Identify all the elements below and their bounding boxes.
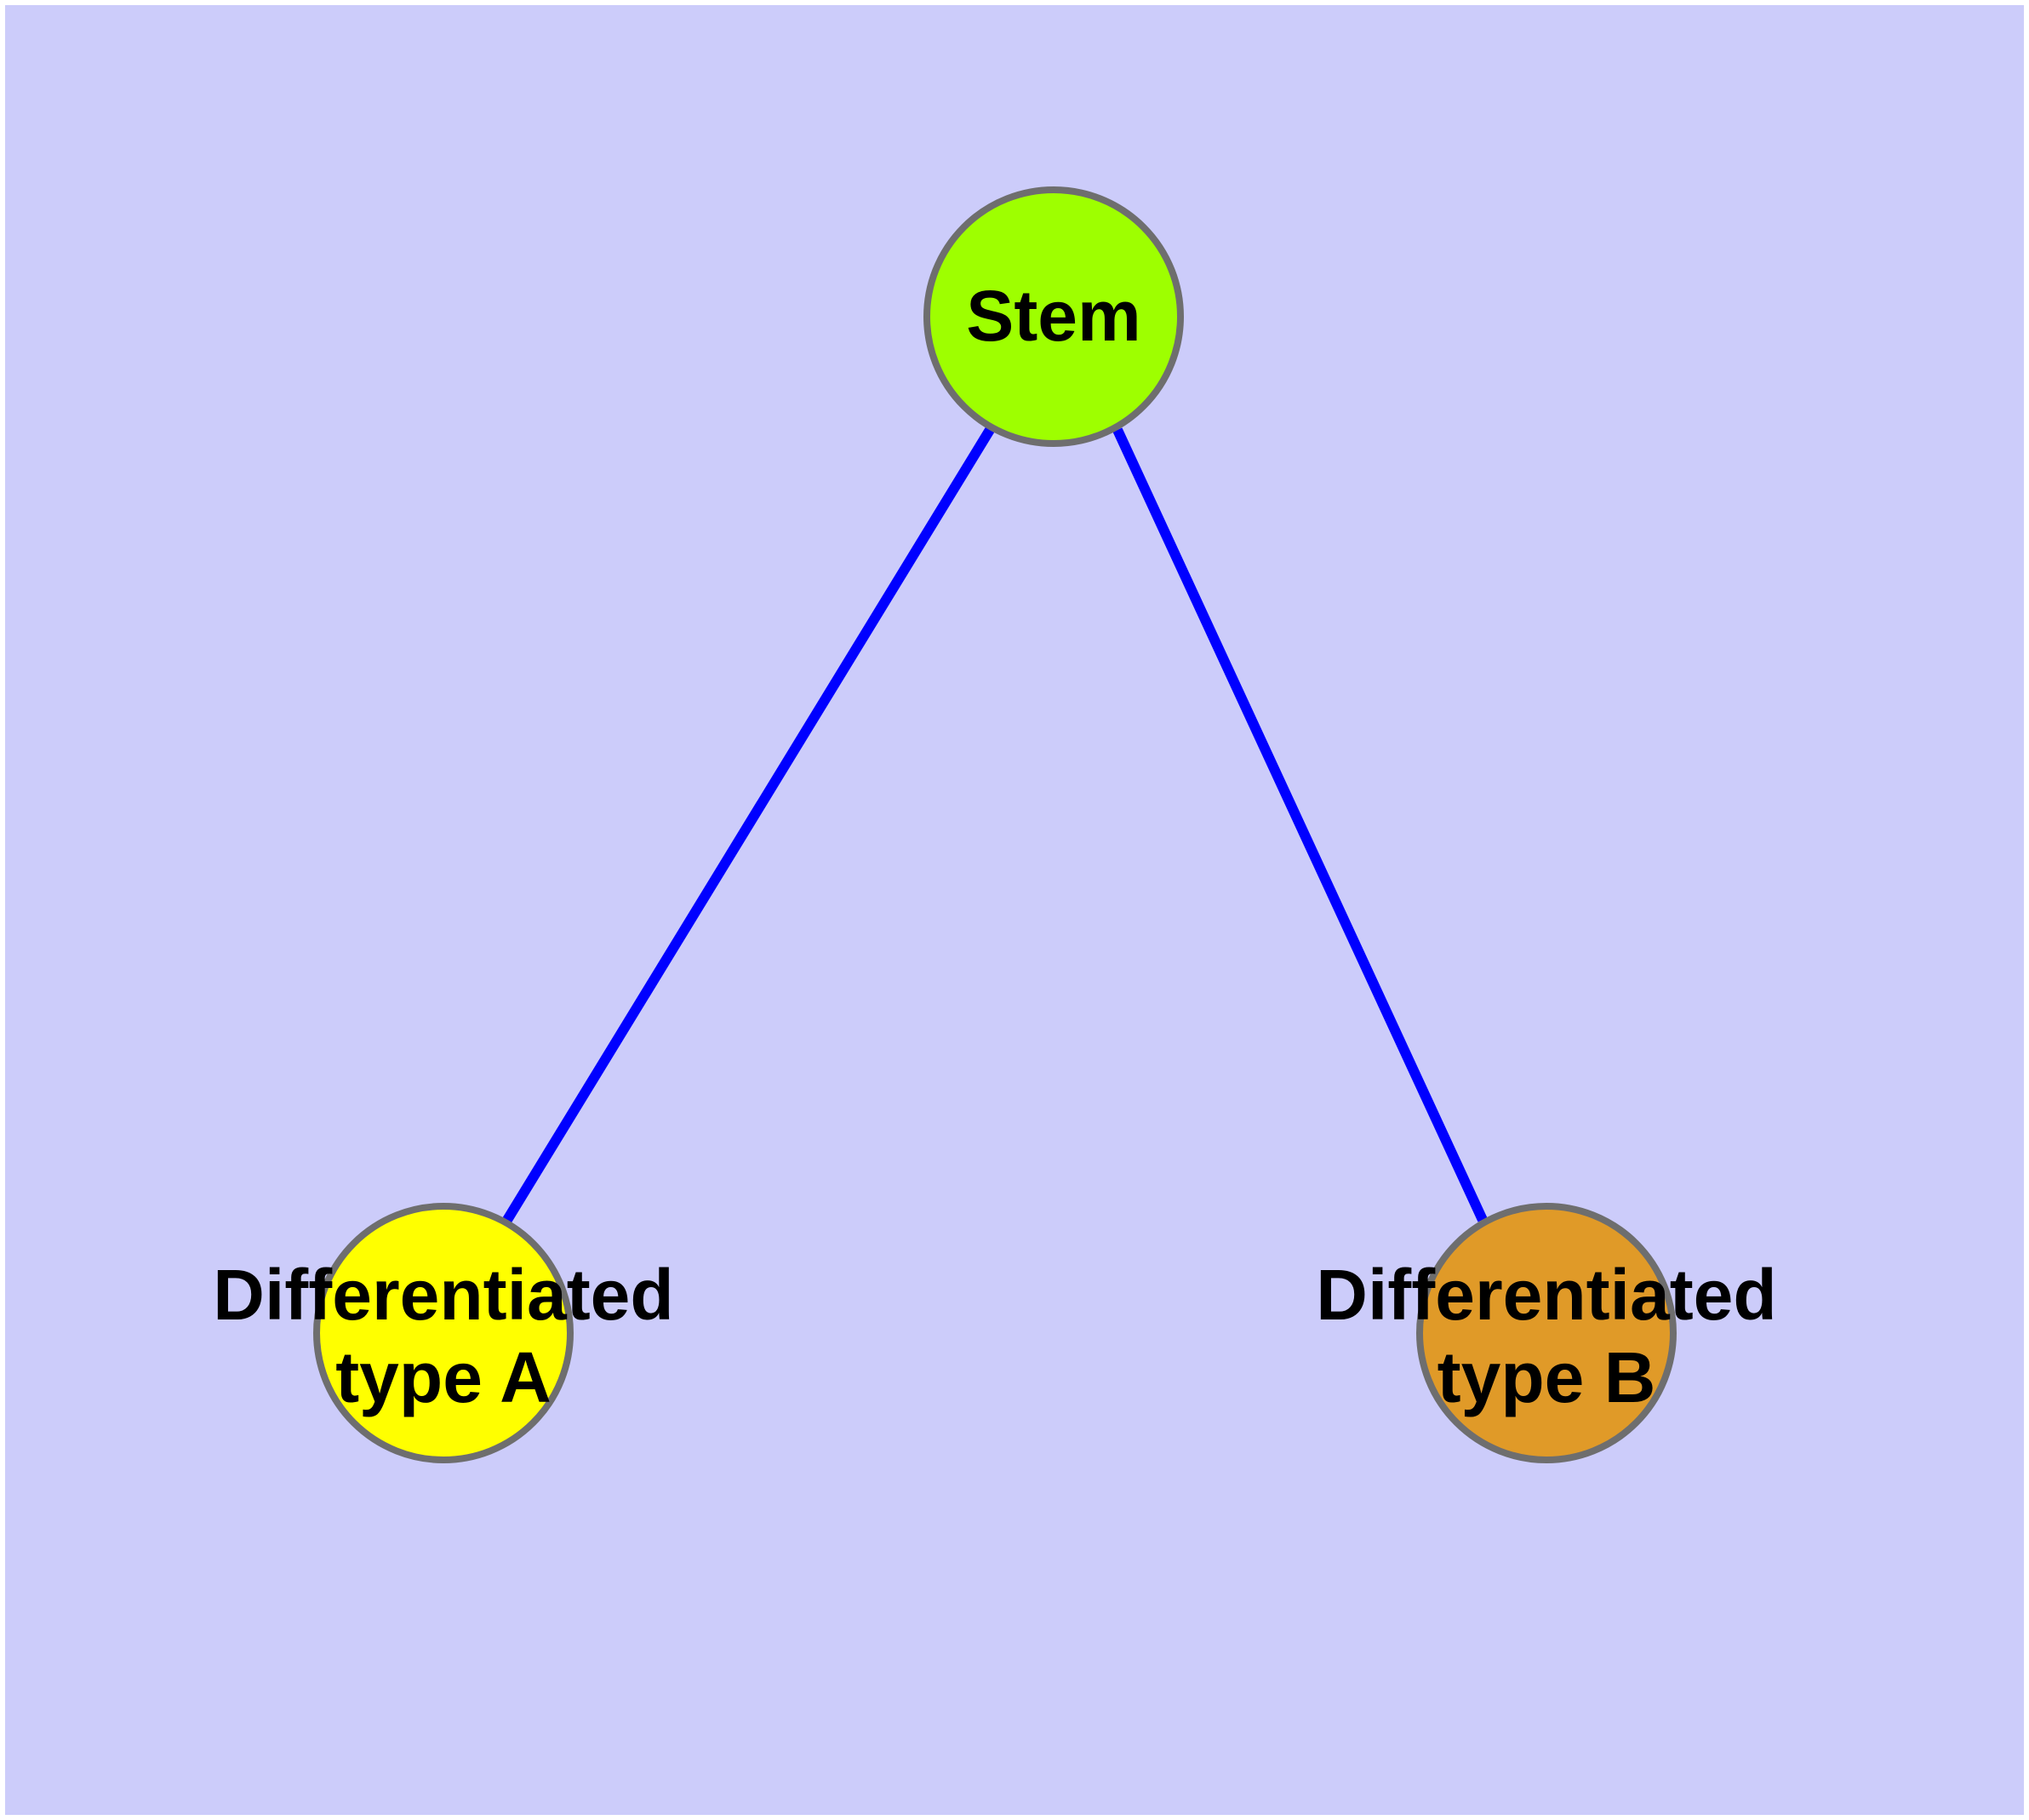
node-stem-label: Stem	[966, 276, 1140, 356]
edge-stem-to-differentiated-type-a[interactable]	[502, 426, 995, 1223]
nodes-layer: Stem	[313, 186, 1677, 1463]
node-differentiated-type-a-label-line2: type A	[335, 1337, 552, 1417]
node-differentiated-type-b-circle[interactable]	[1416, 1203, 1677, 1463]
node-stem-circle[interactable]	[923, 186, 1184, 447]
node-differentiated-type-a-label-line1: Differentiated	[213, 1255, 673, 1335]
node-differentiated-type-a[interactable]	[313, 1203, 574, 1463]
node-differentiated-type-b[interactable]	[1416, 1203, 1677, 1463]
edges-layer	[502, 426, 1488, 1223]
node-stem[interactable]: Stem	[923, 186, 1184, 447]
node-labels-layer: Differentiated type A Differentiated typ…	[213, 1255, 1776, 1417]
node-differentiated-type-b-label-line2: type B	[1437, 1337, 1656, 1417]
node-differentiated-type-b-label-line1: Differentiated	[1316, 1255, 1776, 1335]
node-differentiated-type-a-circle[interactable]	[313, 1203, 574, 1463]
edge-stem-to-differentiated-type-b[interactable]	[1112, 427, 1488, 1222]
